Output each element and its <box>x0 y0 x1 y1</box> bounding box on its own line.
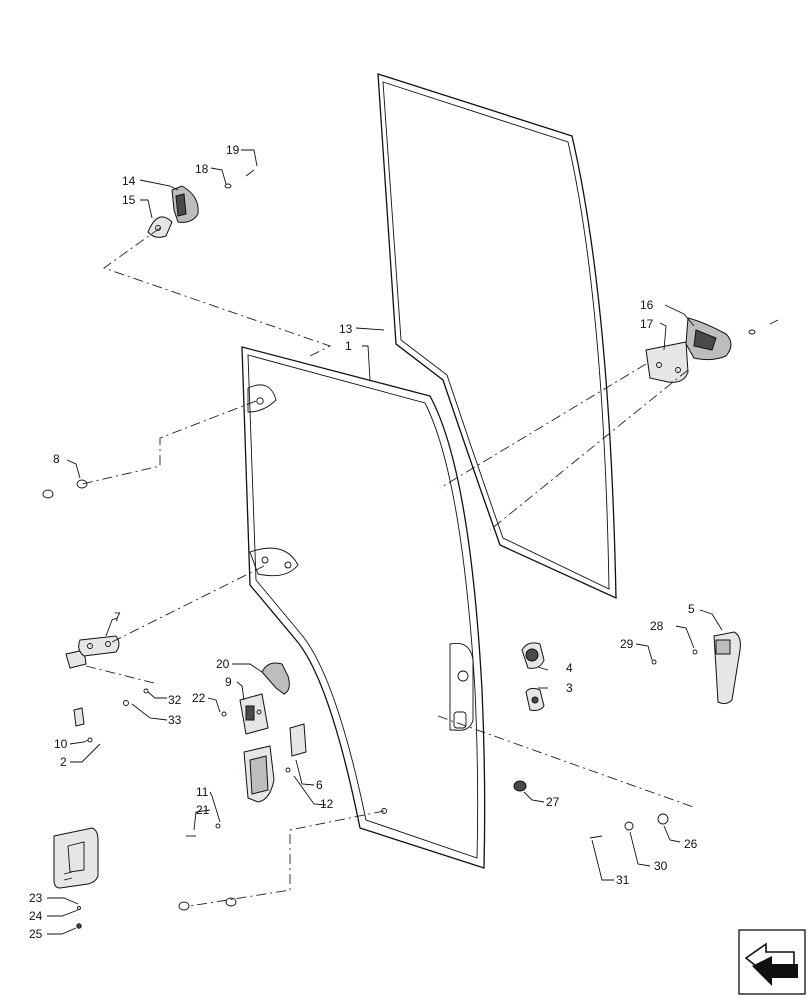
callout-22: 22 <box>192 691 206 705</box>
callout-31: 31 <box>616 873 630 887</box>
callout-9: 9 <box>225 675 232 689</box>
callout-4: 4 <box>566 661 573 675</box>
door-frame <box>241 346 486 869</box>
callout-11: 11 <box>196 785 209 799</box>
callout-24: 24 <box>29 909 43 923</box>
callout-17: 17 <box>640 317 654 331</box>
callout-29: 29 <box>620 637 634 651</box>
callout-20: 20 <box>216 657 230 671</box>
right-hinge <box>645 317 779 383</box>
callout-32: 32 <box>168 693 182 707</box>
callout-12: 12 <box>320 797 334 811</box>
callout-27: 27 <box>546 795 560 809</box>
callout-18: 18 <box>195 162 209 176</box>
alignment-lines <box>81 227 697 907</box>
callout-7: 7 <box>114 610 121 624</box>
callout-labels: 19 18 14 15 13 1 16 17 8 7 20 9 22 32 33… <box>29 143 698 941</box>
callout-1: 1 <box>345 339 352 353</box>
grab-rail <box>42 479 241 911</box>
arrow-navigation-icon[interactable] <box>738 929 806 995</box>
callout-30: 30 <box>654 859 668 873</box>
small-fasteners <box>87 688 149 743</box>
callout-16: 16 <box>640 298 654 312</box>
callout-3: 3 <box>566 681 573 695</box>
latch-assembly <box>186 662 307 837</box>
callout-28: 28 <box>650 619 664 633</box>
callout-2: 2 <box>60 755 67 769</box>
callout-13: 13 <box>339 322 353 336</box>
callout-6: 6 <box>316 778 323 792</box>
upper-hinge <box>147 169 255 238</box>
document-holder <box>53 827 99 929</box>
bracket-plate <box>78 635 120 657</box>
callout-23: 23 <box>29 891 43 905</box>
callout-5: 5 <box>688 602 695 616</box>
callout-33: 33 <box>168 713 182 727</box>
callout-26: 26 <box>684 837 698 851</box>
handle-parts <box>513 631 741 839</box>
door-glass <box>377 73 617 600</box>
callout-19: 19 <box>226 143 240 157</box>
callout-10: 10 <box>54 737 68 751</box>
callout-25: 25 <box>29 927 43 941</box>
callout-15: 15 <box>122 193 136 207</box>
callout-8: 8 <box>53 452 60 466</box>
callout-14: 14 <box>122 174 136 188</box>
callout-21: 21 <box>196 803 210 817</box>
leader-lines <box>47 149 723 935</box>
